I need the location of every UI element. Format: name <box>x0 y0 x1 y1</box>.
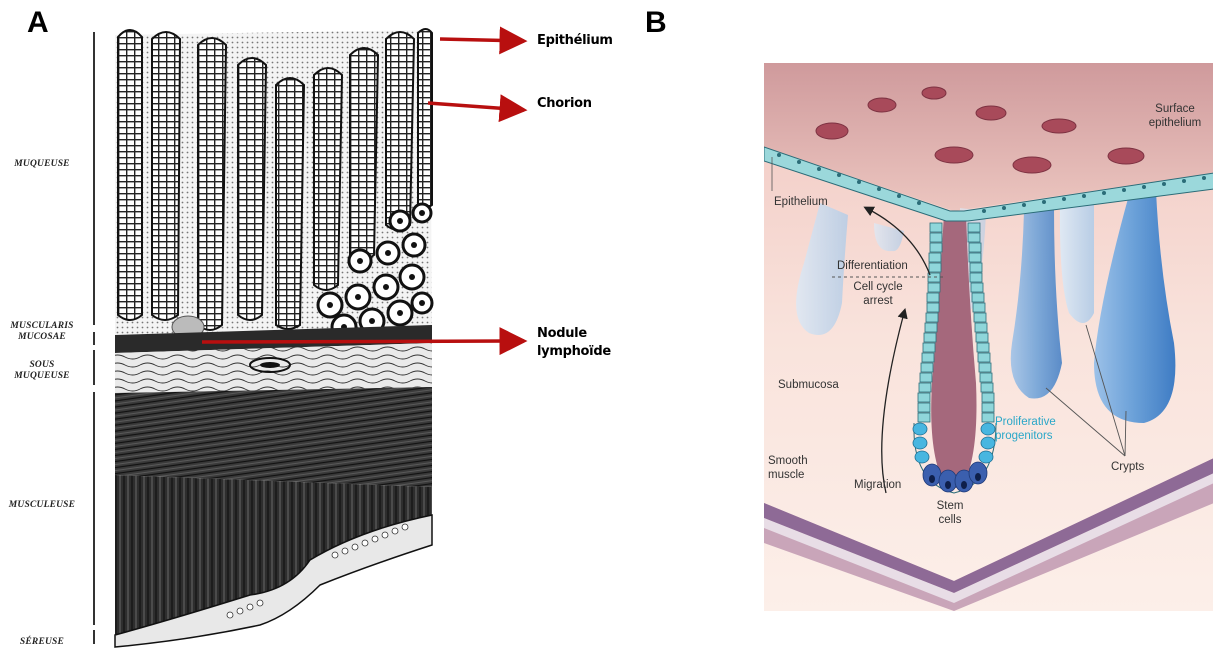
callout-arrows <box>0 0 530 360</box>
label-surface-epithelium-1: Surface <box>1145 103 1205 117</box>
label-stem: Stem <box>930 500 970 514</box>
layer-label-sous: SOUS <box>4 360 80 371</box>
callout-nodule-line2: lymphoïde <box>537 343 611 360</box>
label-arrest: arrest <box>845 295 911 309</box>
label-proliferative: Proliferative <box>995 416 1056 430</box>
label-migration: Migration <box>854 479 901 493</box>
chorion-arrow <box>428 103 524 110</box>
label-progenitors: progenitors <box>995 430 1053 444</box>
label-cells: cells <box>930 514 970 528</box>
label-cell-cycle: Cell cycle <box>845 281 911 295</box>
label-differentiation: Differentiation <box>837 260 908 274</box>
callout-nodule-line1: Nodule <box>537 325 587 342</box>
callout-chorion: Chorion <box>537 95 592 112</box>
label-surface-epithelium-2: epithelium <box>1142 117 1208 131</box>
label-smooth: Smooth <box>768 455 808 469</box>
label-submucosa: Submucosa <box>778 379 839 393</box>
label-crypts: Crypts <box>1111 461 1144 475</box>
label-muscle: muscle <box>768 469 804 483</box>
layer-label-musculeuse: MUSCULEUSE <box>4 500 80 511</box>
epithelium-arrow <box>440 39 524 41</box>
label-epithelium: Epithelium <box>774 196 828 210</box>
layer-label-sereuse: SÉREUSE <box>4 637 80 648</box>
panel-b-letter: B <box>645 6 667 40</box>
callout-epithelium: Epithélium <box>537 32 613 49</box>
nodule-arrow <box>202 341 524 342</box>
crypt-diagram <box>764 63 1213 611</box>
layer-label-sous-muqueuse: MUQUEUSE <box>4 371 80 382</box>
